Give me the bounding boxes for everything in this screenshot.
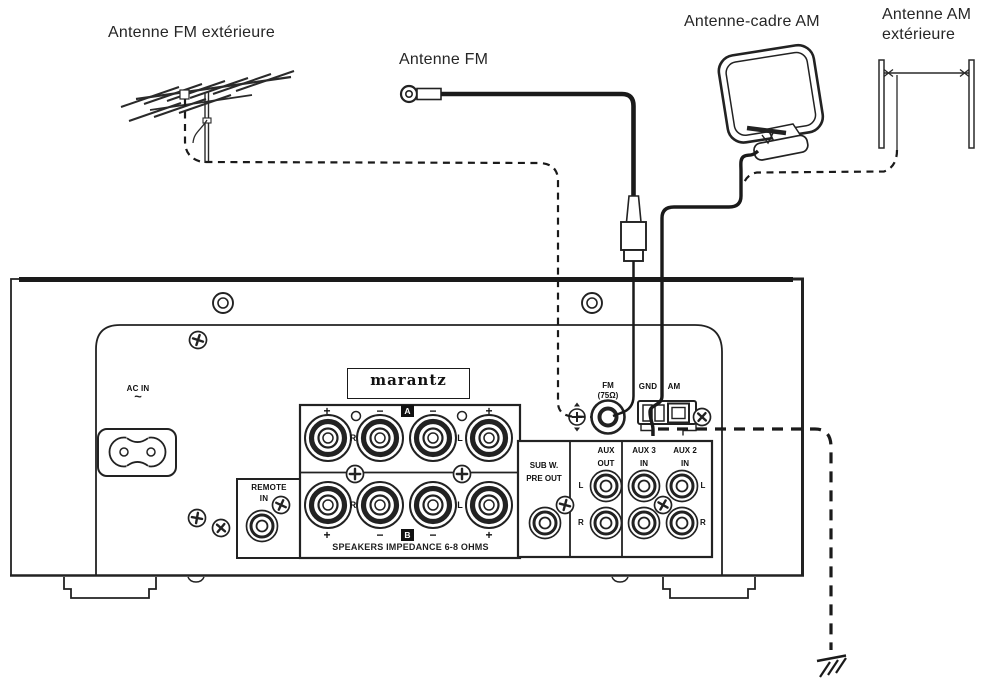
aux-out-right-label: R (578, 518, 584, 527)
speaker-b-minus: − (429, 528, 437, 542)
phillips-screw-icon (207, 514, 235, 542)
aux2-right-label: R (700, 518, 706, 527)
phillips-screw-icon (186, 328, 210, 352)
speaker-a-plus: + (485, 404, 493, 418)
ground-dashed-lead (658, 427, 833, 650)
label-fm-outdoor-antenna: Antenne FM extérieure (108, 24, 275, 41)
label-fm-antenna: Antenne FM (399, 51, 489, 68)
binding-post (410, 415, 456, 461)
remote-in-jack (245, 509, 279, 543)
speaker-a-minus: − (429, 404, 437, 418)
binding-post (466, 415, 512, 461)
binding-post (357, 415, 403, 461)
binding-post (410, 482, 456, 528)
fm-75ohm-label: FM (75Ω) (597, 381, 619, 400)
am-label: AM (667, 382, 681, 391)
phillips-screw-icon (345, 464, 365, 484)
panel-screw-icon (212, 292, 234, 314)
am-loop-cable (648, 149, 760, 436)
aux2-left-label: L (700, 481, 706, 490)
speaker-b-minus: − (376, 528, 384, 542)
aux-out-left-jack (589, 469, 623, 503)
rear-panel-chassis (10, 277, 804, 599)
speaker-group-a-badge: A (401, 405, 414, 417)
phillips-screw-icon (452, 464, 472, 484)
left-foot (63, 577, 157, 599)
aux3-in-label: AUX 3 IN (632, 446, 656, 468)
ac-in-label: AC IN ~ (126, 384, 150, 404)
aux-out-label: AUX OUT (597, 446, 615, 468)
panel-screw-icon (581, 292, 603, 314)
speaker-a-right-label: R (349, 433, 357, 443)
label-am-outdoor-antenna: Antenne AM extérieure (882, 6, 972, 43)
speaker-b-plus: + (323, 528, 331, 542)
subwoofer-pre-out-jack (528, 506, 562, 540)
aux3-in-left-jack (627, 469, 661, 503)
ground-symbol-icon (816, 654, 847, 678)
aux2-in-left-jack (665, 469, 699, 503)
ac-inlet (97, 428, 177, 477)
binding-post (305, 482, 351, 528)
aux2-in-label: AUX 2 IN (673, 446, 697, 468)
speaker-a-plus: + (323, 404, 331, 418)
remote-in-section (236, 478, 301, 559)
brand-logo: marantz (347, 368, 470, 399)
speaker-b-right-label: R (349, 500, 357, 510)
remote-in-label: REMOTE (251, 483, 287, 492)
speaker-a-left-label: L (457, 433, 463, 443)
aux-out-left-label: L (578, 481, 584, 490)
speaker-b-left-label: L (457, 500, 463, 510)
fm-plug-lead (612, 261, 635, 418)
speaker-group-b-badge: B (401, 529, 414, 541)
aux2-in-right-jack (665, 506, 699, 540)
fm-cable (441, 91, 636, 196)
am-loop-antenna-icon (717, 43, 825, 161)
speaker-a-minus: − (376, 404, 384, 418)
am-outdoor-dashed-lead (741, 149, 899, 186)
audio-jack-section (516, 439, 714, 559)
fm-outdoor-dashed-lead (183, 99, 592, 419)
subw-pre-out-label: SUB W. PRE OUT (526, 461, 562, 483)
right-foot (662, 577, 756, 599)
fm-antenna-icon (399, 84, 647, 418)
recessed-panel-outline (95, 324, 723, 575)
fm-plug (620, 195, 647, 262)
aux-out-right-jack (589, 506, 623, 540)
label-am-loop-antenna: Antenne-cadre AM (684, 13, 820, 30)
speaker-b-plus: + (485, 528, 493, 542)
binding-post (357, 482, 403, 528)
fm-outdoor-antenna-icon (120, 70, 295, 163)
binding-post (466, 482, 512, 528)
gnd-label: GND (638, 382, 658, 391)
phillips-screw-icon (185, 506, 209, 530)
speakers-impedance-label: SPEAKERS IMPEDANCE 6-8 OHMS (332, 542, 489, 552)
binding-post (305, 415, 351, 461)
am-outdoor-antenna-icon (878, 59, 975, 150)
remote-in-label-2: IN (259, 494, 269, 503)
aux3-in-right-jack (627, 506, 661, 540)
